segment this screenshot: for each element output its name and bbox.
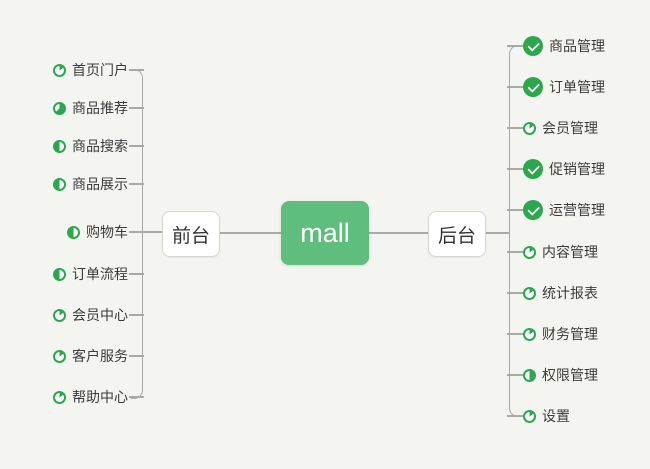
- connector-line: [129, 314, 144, 316]
- leaf-node-content-mgmt[interactable]: 内容管理: [523, 241, 598, 263]
- leaf-node-order-flow[interactable]: 订单流程: [53, 263, 128, 285]
- root-node-mall[interactable]: mall: [281, 201, 369, 265]
- leaf-node-product-search[interactable]: 商品搜索: [53, 135, 128, 157]
- leaf-node-member-mgmt[interactable]: 会员管理: [523, 117, 598, 139]
- progress-pie-icon: [53, 63, 66, 77]
- leaf-node-label: 统计报表: [542, 285, 598, 301]
- leaf-node-home-portal[interactable]: 首页门户: [53, 59, 128, 81]
- connector-line: [507, 415, 524, 417]
- leaf-node-label: 客户服务: [72, 348, 128, 364]
- connector-line: [507, 168, 524, 170]
- connector-line: [507, 251, 524, 253]
- progress-pie-icon: [53, 267, 66, 281]
- connector-line: [507, 209, 524, 211]
- leaf-node-finance-mgmt[interactable]: 财务管理: [523, 323, 598, 345]
- connector-line-front-to-mall: [220, 232, 281, 234]
- leaf-node-customer-service[interactable]: 客户服务: [53, 345, 128, 367]
- leaf-node-label: 设置: [542, 408, 570, 424]
- connector-line: [129, 69, 144, 71]
- leaf-node-statistics-report[interactable]: 统计报表: [523, 282, 598, 304]
- branch-node-backend[interactable]: 后台: [428, 211, 486, 257]
- progress-pie-icon: [53, 101, 66, 115]
- right-branch-spine-line: [509, 45, 521, 417]
- leaf-node-label: 首页门户: [72, 62, 128, 78]
- leaf-node-promotion-mgmt[interactable]: 促销管理: [523, 158, 605, 180]
- connector-line: [507, 45, 524, 47]
- leaf-node-operation-mgmt[interactable]: 运营管理: [523, 199, 605, 221]
- connector-line: [507, 374, 524, 376]
- leaf-node-settings[interactable]: 设置: [523, 405, 570, 427]
- leaf-node-label: 权限管理: [542, 367, 598, 383]
- left-branch-spine-line: [131, 69, 143, 399]
- connector-line: [129, 396, 144, 398]
- progress-pie-icon: [53, 139, 66, 153]
- check-circle-icon: [523, 36, 543, 56]
- connector-line: [129, 145, 144, 147]
- root-node-label: mall: [300, 217, 350, 248]
- progress-pie-icon: [523, 245, 536, 259]
- connector-line-back-to-spine: [486, 232, 510, 234]
- leaf-node-member-center[interactable]: 会员中心: [53, 304, 128, 326]
- progress-pie-icon: [523, 327, 536, 341]
- leaf-node-help-center[interactable]: 帮助中心: [53, 386, 128, 408]
- progress-pie-icon: [53, 177, 66, 191]
- check-circle-icon: [523, 200, 543, 220]
- leaf-node-label: 商品展示: [72, 176, 128, 192]
- leaf-node-label: 商品搜索: [72, 138, 128, 154]
- progress-pie-icon: [67, 225, 80, 239]
- leaf-node-label: 促销管理: [549, 161, 605, 177]
- connector-line: [129, 273, 144, 275]
- leaf-node-product-mgmt[interactable]: 商品管理: [523, 35, 605, 57]
- progress-pie-icon: [53, 349, 66, 363]
- leaf-node-label: 商品推荐: [72, 100, 128, 116]
- branch-node-frontend[interactable]: 前台: [162, 211, 220, 257]
- connector-line: [129, 231, 163, 233]
- connector-line: [507, 333, 524, 335]
- leaf-node-label: 会员中心: [72, 307, 128, 323]
- progress-pie-icon: [53, 390, 66, 404]
- connector-line: [129, 355, 144, 357]
- leaf-node-label: 财务管理: [542, 326, 598, 342]
- connector-line: [507, 127, 524, 129]
- leaf-node-permission-mgmt[interactable]: 权限管理: [523, 364, 598, 386]
- progress-pie-icon: [523, 368, 536, 382]
- leaf-node-label: 会员管理: [542, 120, 598, 136]
- branch-node-label: 后台: [437, 225, 476, 247]
- leaf-node-order-mgmt[interactable]: 订单管理: [523, 76, 605, 98]
- leaf-node-label: 帮助中心: [72, 389, 128, 405]
- leaf-node-label: 运营管理: [549, 202, 605, 218]
- connector-line: [507, 292, 524, 294]
- connector-line: [129, 183, 144, 185]
- connector-line-mall-to-back: [369, 232, 428, 234]
- connector-line: [129, 107, 144, 109]
- leaf-node-label: 订单管理: [549, 79, 605, 95]
- progress-pie-icon: [53, 308, 66, 322]
- leaf-node-label: 购物车: [86, 224, 128, 240]
- leaf-node-shopping-cart[interactable]: 购物车: [67, 221, 128, 243]
- progress-pie-icon: [523, 286, 536, 300]
- leaf-node-label: 订单流程: [72, 266, 128, 282]
- leaf-node-label: 内容管理: [542, 244, 598, 260]
- check-circle-icon: [523, 159, 543, 179]
- branch-node-label: 前台: [171, 225, 210, 247]
- check-circle-icon: [523, 77, 543, 97]
- connector-line: [507, 86, 524, 88]
- leaf-node-label: 商品管理: [549, 38, 605, 54]
- leaf-node-product-recommend[interactable]: 商品推荐: [53, 97, 128, 119]
- leaf-node-product-display[interactable]: 商品展示: [53, 173, 128, 195]
- progress-pie-icon: [523, 409, 536, 423]
- progress-pie-icon: [523, 121, 536, 135]
